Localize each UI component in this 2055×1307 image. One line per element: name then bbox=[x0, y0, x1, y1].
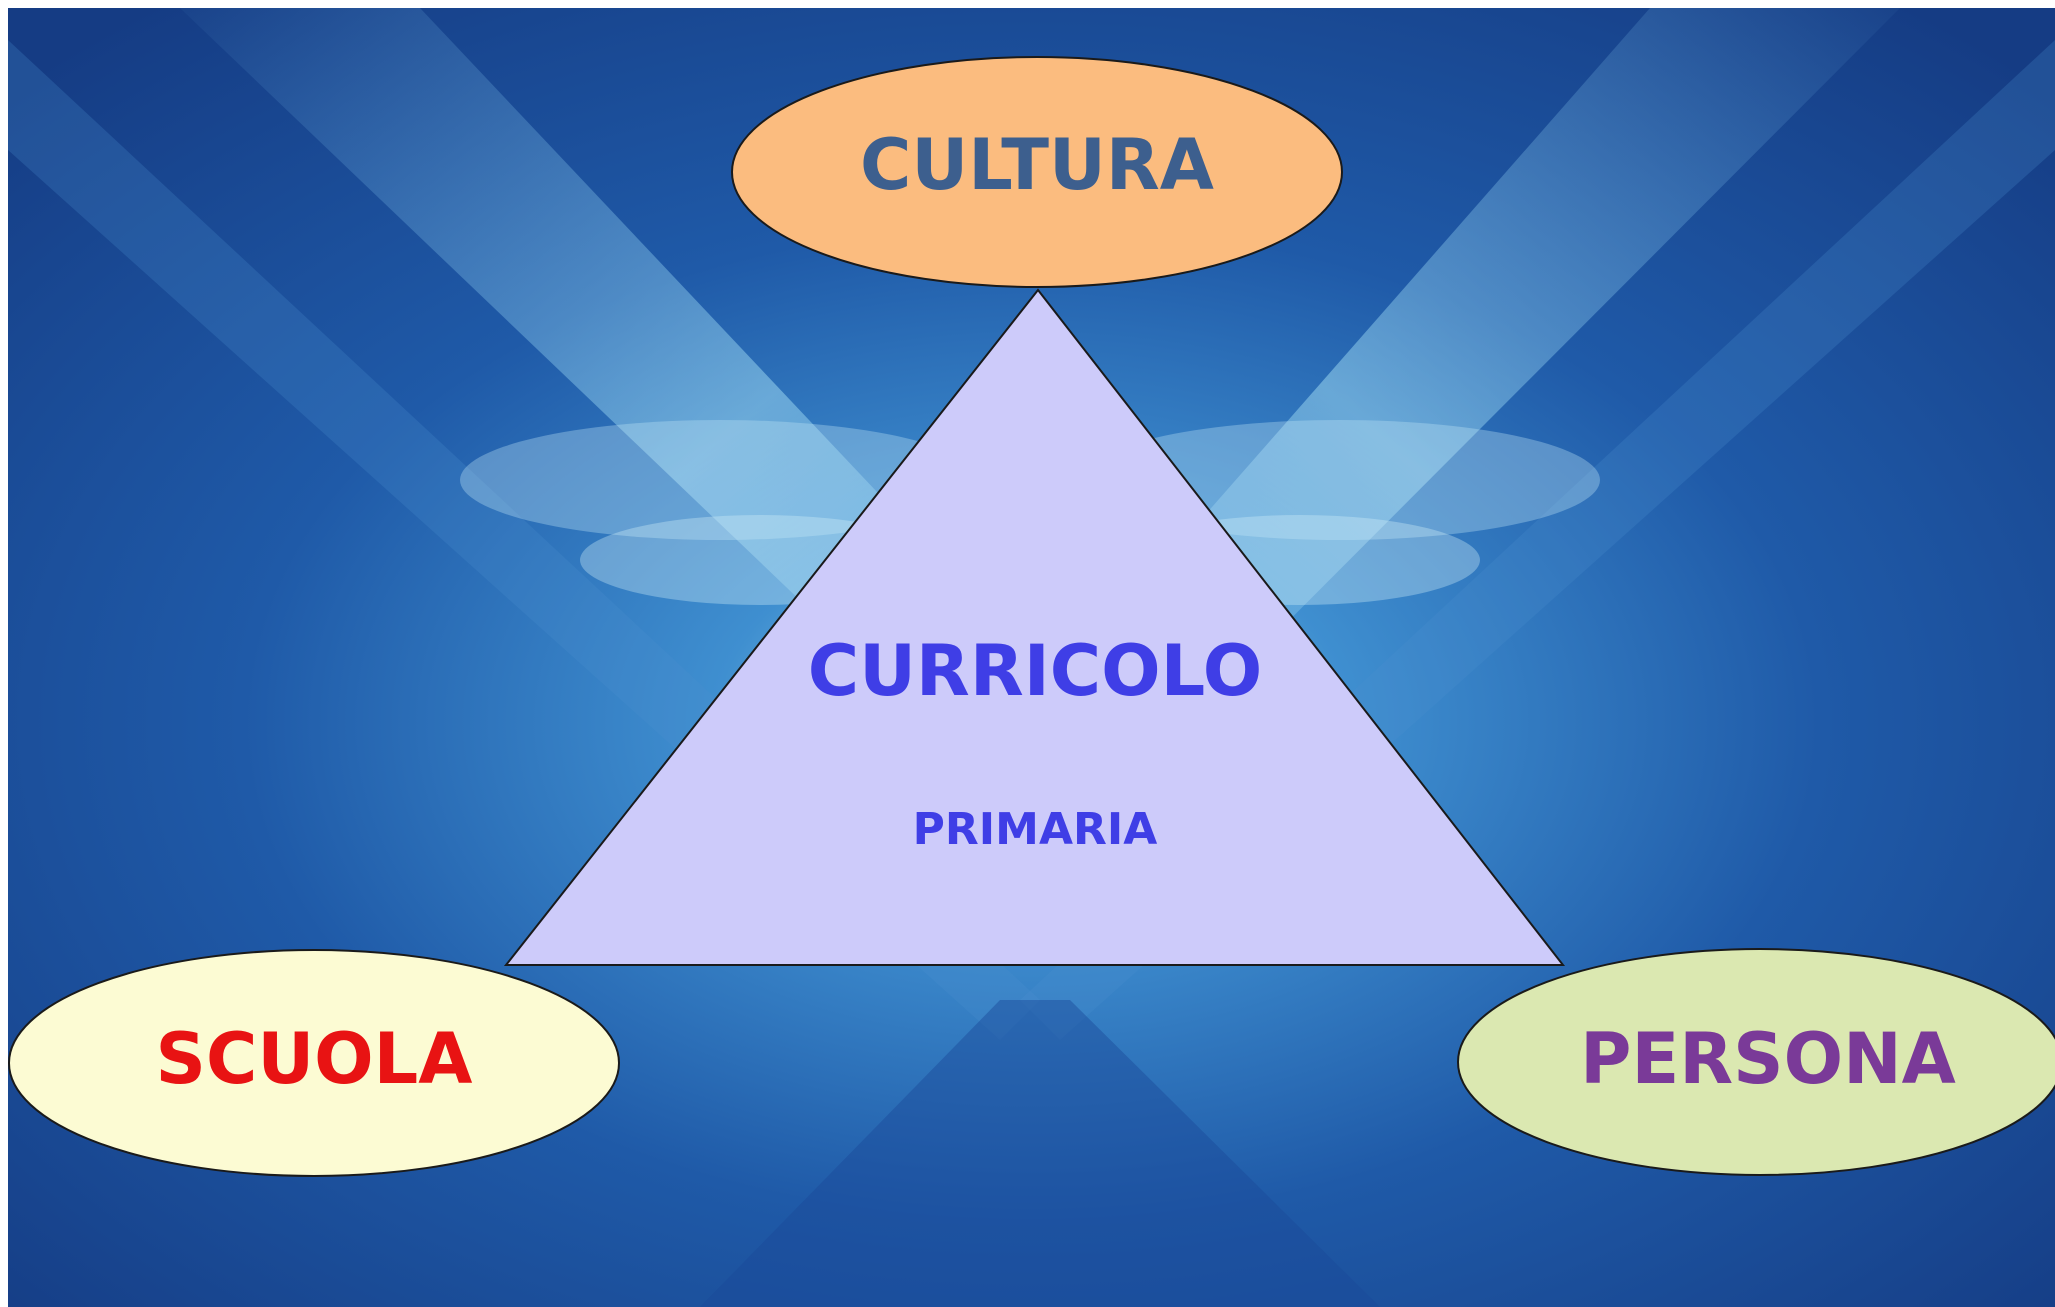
cultura-label: CULTURA bbox=[860, 124, 1214, 206]
scuola-ellipse bbox=[8, 949, 620, 1177]
scuola-label: SCUOLA bbox=[156, 1018, 473, 1100]
glow-swirl-left bbox=[460, 420, 980, 540]
curricolo-title: CURRICOLO bbox=[808, 630, 1263, 712]
cultura-ellipse bbox=[731, 56, 1343, 288]
shadow-bottom bbox=[700, 1000, 1380, 1307]
persona-ellipse bbox=[1457, 948, 2055, 1176]
curricolo-triangle bbox=[503, 288, 1566, 966]
primaria-subtitle: PRIMARIA bbox=[913, 804, 1158, 855]
persona-label: PERSONA bbox=[1580, 1018, 1956, 1100]
